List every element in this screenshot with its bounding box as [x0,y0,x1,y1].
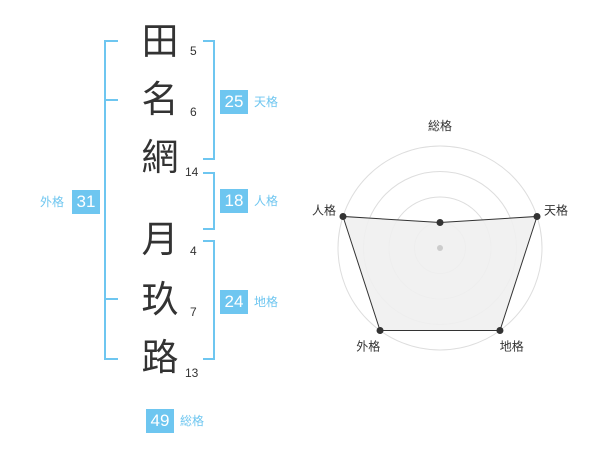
radar-axis-label-3: 地格 [500,339,524,354]
radar-axis-label-1: 総格 [428,118,452,133]
chikaku-label: 地格 [254,295,279,309]
surname-strokes-1: 5 [190,44,197,58]
gaikaku-bracket [104,40,118,360]
chikaku-value: 24 [220,290,248,314]
surname-char-2: 名 [141,78,179,121]
radar-point-4 [376,327,384,335]
radar-point-3 [496,327,504,335]
radar-point-5 [339,212,347,220]
gaikaku-tick-top [104,99,118,101]
given-strokes-3: 13 [185,366,199,380]
tenkaku-bracket [203,40,215,160]
gaikaku-tick-bottom [104,298,118,300]
given-strokes-1: 4 [190,244,197,258]
surname-char-3: 網 [141,136,179,179]
jinkaku-label: 人格 [254,194,279,208]
tenkaku-value: 25 [220,90,248,114]
surname-strokes-3: 14 [185,165,199,179]
radar-axis-label-5: 人格 [312,202,336,217]
given-strokes-2: 7 [190,305,197,319]
gaikaku-value: 31 [72,190,100,214]
given-char-3: 路 [141,336,179,379]
surname-char-1: 田 [141,20,179,63]
tenkaku-label: 天格 [254,95,279,109]
radar-axis-label-2: 天格 [544,202,568,217]
radar-axis-label-4: 外格 [356,339,380,354]
gaikaku-label: 外格 [40,195,65,209]
radar-area [342,215,538,332]
jinkaku-bracket [203,172,215,230]
radar-center [437,245,443,251]
soukaku-value: 49 [146,409,174,433]
surname-strokes-2: 6 [190,105,197,119]
radar-point-1 [436,219,444,226]
jinkaku-value: 18 [220,189,248,213]
given-char-2: 玖 [141,278,179,321]
soukaku-label: 総格 [180,414,205,428]
radar-point-2 [533,212,541,220]
radar-ring-4 [337,145,543,351]
given-char-1: 月 [141,218,179,261]
chikaku-bracket [203,240,215,360]
